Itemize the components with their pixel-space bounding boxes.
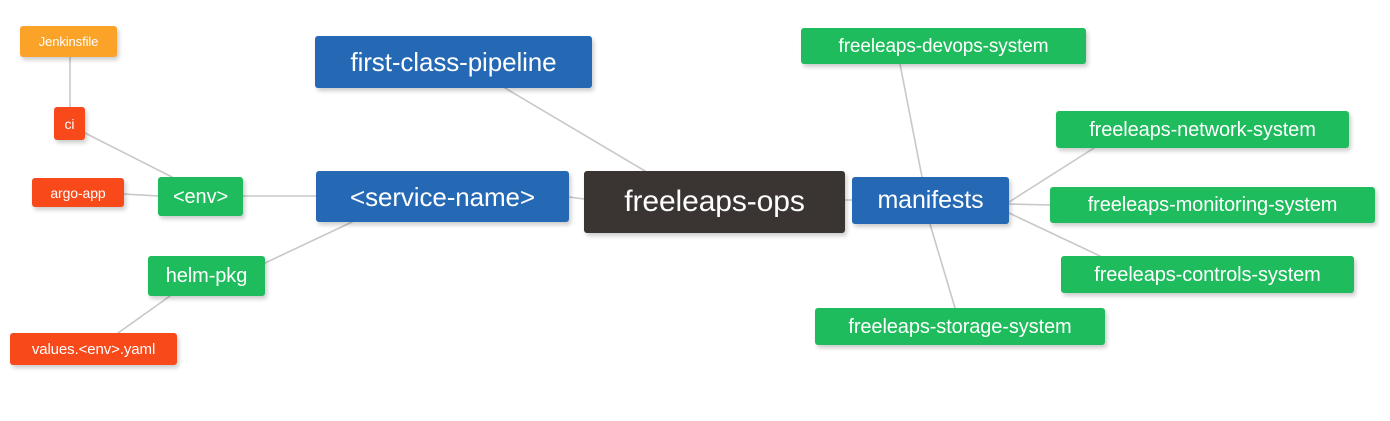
node-ci[interactable]: ci: [54, 107, 85, 140]
edge-ci-to-env: [84, 132, 173, 178]
edge-manifests-to-devops-sys: [899, 63, 923, 178]
node-label: manifests: [877, 186, 984, 214]
node-pipeline[interactable]: first-class-pipeline: [315, 36, 592, 88]
node-label: Jenkinsfile: [38, 34, 99, 49]
edge-helm-pkg-to-values-yaml: [117, 295, 171, 334]
node-label: freeleaps-storage-system: [848, 315, 1072, 338]
edge-service-name-to-helm-pkg: [264, 221, 353, 264]
node-label: <env>: [172, 185, 229, 208]
node-label: helm-pkg: [165, 265, 248, 287]
node-label: freeleaps-ops: [624, 185, 805, 218]
node-network-sys[interactable]: freeleaps-network-system: [1056, 111, 1349, 148]
node-root[interactable]: freeleaps-ops: [584, 171, 845, 233]
node-env[interactable]: <env>: [158, 177, 243, 216]
edge-pipeline-to-root: [504, 87, 646, 172]
node-label: values.<env>.yaml: [31, 340, 156, 358]
edge-argo-app-to-env: [123, 193, 159, 197]
edge-manifests-to-monitoring-sys: [1008, 203, 1051, 206]
node-jenkinsfile[interactable]: Jenkinsfile: [20, 26, 117, 57]
edge-manifests-to-storage-sys: [929, 223, 956, 309]
node-label: freeleaps-controls-system: [1094, 263, 1321, 286]
node-label: ci: [64, 115, 75, 132]
node-label: <service-name>: [349, 181, 536, 212]
node-helm-pkg[interactable]: helm-pkg: [148, 256, 265, 296]
node-controls-sys[interactable]: freeleaps-controls-system: [1061, 256, 1354, 293]
node-values-yaml[interactable]: values.<env>.yaml: [10, 333, 177, 365]
node-argo-app[interactable]: argo-app: [32, 178, 124, 207]
node-service-name[interactable]: <service-name>: [316, 171, 569, 222]
edge-service-name-to-root: [568, 196, 585, 200]
node-label: argo-app: [50, 184, 106, 201]
node-devops-sys[interactable]: freeleaps-devops-system: [801, 28, 1086, 64]
node-label: first-class-pipeline: [350, 47, 557, 77]
node-label: freeleaps-monitoring-system: [1087, 194, 1338, 216]
node-label: freeleaps-network-system: [1089, 118, 1316, 141]
node-monitoring-sys[interactable]: freeleaps-monitoring-system: [1050, 187, 1375, 223]
node-label: freeleaps-devops-system: [838, 35, 1049, 57]
node-storage-sys[interactable]: freeleaps-storage-system: [815, 308, 1105, 345]
node-manifests[interactable]: manifests: [852, 177, 1009, 224]
